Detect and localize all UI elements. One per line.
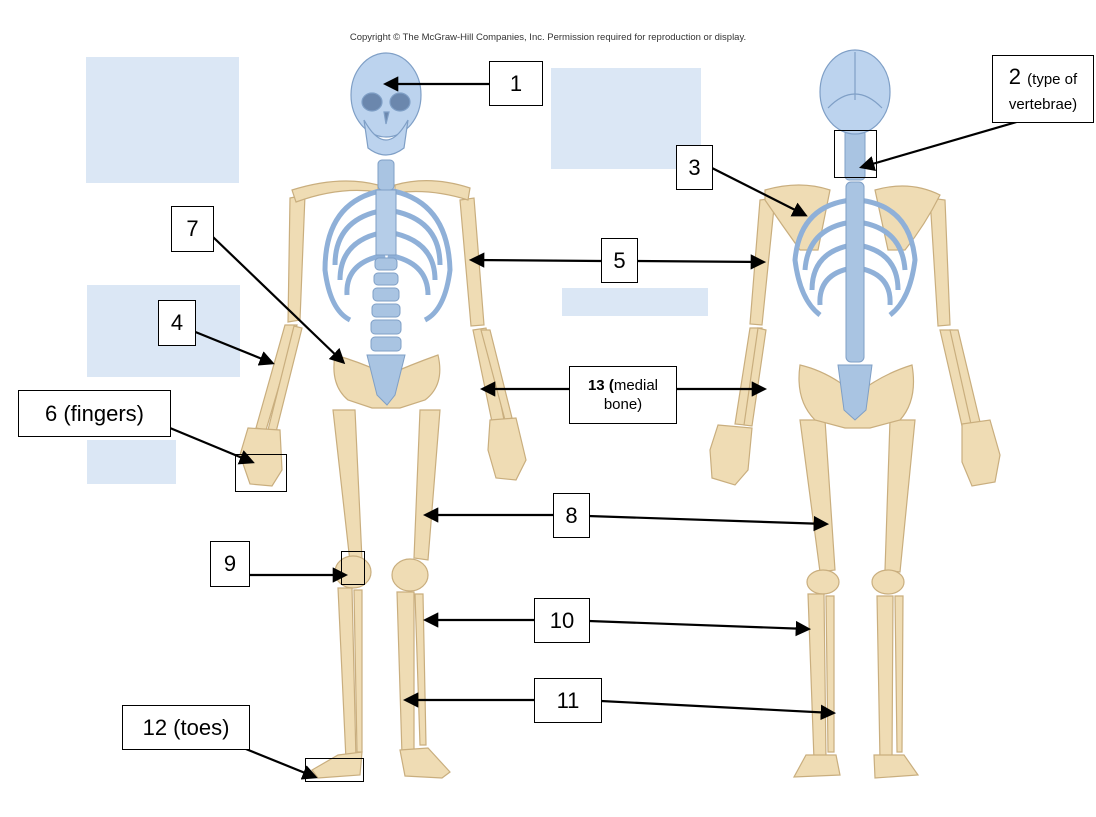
- anterior-skeleton: [240, 53, 526, 778]
- label-6-text: 6 (fingers): [45, 401, 144, 426]
- label-10-text: 10: [550, 608, 574, 633]
- cervical-region-box: [834, 130, 877, 178]
- label-6: 6 (fingers): [18, 390, 171, 437]
- label-3: 3: [676, 145, 713, 190]
- posterior-skull: [820, 50, 890, 134]
- fingers-region-box: [235, 454, 287, 492]
- label-9: 9: [210, 541, 250, 587]
- patella-region-box: [341, 551, 365, 585]
- label-13: 13 (medial bone): [569, 366, 677, 424]
- label-2-number: 2: [1009, 64, 1021, 89]
- label-5-text: 5: [613, 248, 625, 273]
- label-13-text-line2: bone): [604, 396, 642, 413]
- label-5: 5: [601, 238, 638, 283]
- label-8-text: 8: [565, 503, 577, 528]
- label-12-text: 12 (toes): [143, 715, 230, 740]
- label-8: 8: [553, 493, 590, 538]
- label-4: 4: [158, 300, 196, 346]
- label-2-text-line2: vertebrae): [1009, 96, 1077, 113]
- label-13-number: 13 (: [588, 377, 614, 394]
- label-1-text: 1: [510, 71, 522, 96]
- label-1: 1: [489, 61, 543, 106]
- label-2: 2 (type of vertebrae): [992, 55, 1094, 123]
- label-10: 10: [534, 598, 590, 643]
- label-11: 11: [534, 678, 602, 723]
- label-2-text-line1: (type of: [1027, 71, 1077, 88]
- label-13-text-line1: medial: [614, 377, 658, 394]
- label-7: 7: [171, 206, 214, 252]
- anterior-skull: [351, 53, 421, 155]
- label-12: 12 (toes): [122, 705, 250, 750]
- label-3-text: 3: [688, 155, 700, 180]
- label-7-text: 7: [186, 216, 198, 241]
- label-11-text: 11: [557, 688, 580, 713]
- label-9-text: 9: [224, 551, 236, 576]
- toes-region-box: [305, 758, 364, 782]
- label-4-text: 4: [171, 310, 183, 335]
